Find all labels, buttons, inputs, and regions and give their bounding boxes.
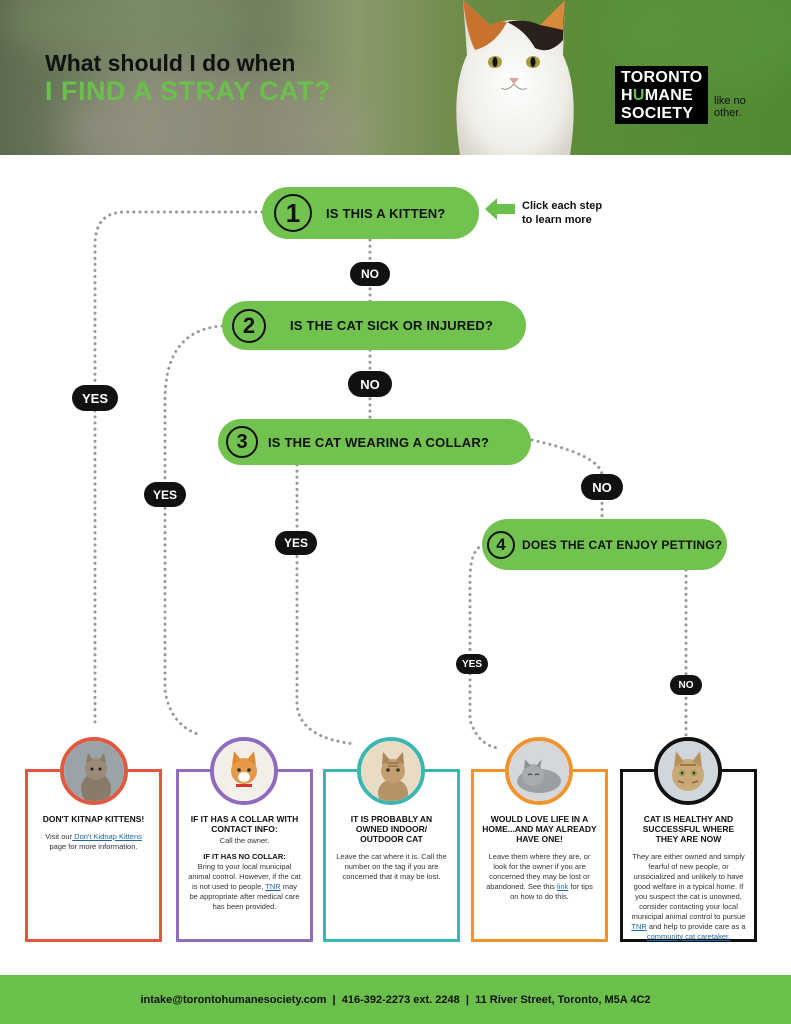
connector-yes3 [295,463,357,746]
collar-cat-photo [357,737,425,805]
no-badge-2: NO [348,371,392,397]
card-text-mid: and help to provide care as a [646,922,746,931]
tabby-kitten-icon [64,741,124,801]
step-number-2: 2 [232,308,266,343]
step-number-1: 1 [274,194,312,232]
card-title: DON'T KITNAP KITTENS! [42,814,145,824]
logo-mane: MANE [644,87,694,104]
yes-badge-3: YES [275,531,317,555]
connector-yes4 [468,543,500,750]
step-4-pill[interactable]: 4 DOES THE CAT ENJOY PETTING? [482,519,727,570]
header-banner: What should I do when I FIND A STRAY CAT… [0,0,791,155]
connector-yes1 [93,210,264,724]
tagline: like no other. [714,95,746,119]
card-text-pre: Bring to your local municipal animal con… [188,862,301,891]
logo-line3: SOCIETY [621,105,694,122]
card-text: They are either owned and simply fearful… [631,852,746,942]
footer-contact: intake@torontohumanesociety.com | 416-39… [0,975,791,1024]
click-hint-line2: to learn more [522,214,592,226]
petting-cat-photo [505,737,573,805]
no-badge-4: NO [670,675,702,695]
step-1-question: IS THIS A KITTEN? [326,205,446,221]
card-text-pre: They are either owned and simply fearful… [631,852,746,921]
step-4-question: DOES THE CAT ENJOY PETTING? [522,537,723,552]
yes-badge-1: YES [72,385,118,411]
click-hint: Click each step to learn more [522,199,602,227]
toronto-humane-society-logo: TORONTO HUMANE SOCIETY [615,66,708,124]
step-number-4: 4 [487,530,515,559]
card-text: Visit our Don't Kidnap Kittens page for … [36,832,151,852]
logo-line1: TORONTO [621,69,703,86]
card-title: WOULD LOVE LIFE IN A HOME...AND MAY ALRE… [482,814,597,844]
step-3-pill[interactable]: 3 IS THE CAT WEARING A COLLAR? [218,419,531,465]
step-number-3: 3 [226,426,258,458]
grey-tabby-cat-icon [509,741,569,801]
tips-link[interactable]: link [557,882,569,891]
card-text: Leave the cat where it is. Call the numb… [336,852,447,881]
calico-cat-image [456,0,574,155]
connector-yes2 [163,324,224,737]
step-1-pill[interactable]: 1 IS THIS A KITTEN? [262,187,479,239]
card-text-post: may be appropriate after medical care ha… [189,882,300,911]
tabby-cat-icon [361,741,421,801]
card-text-post: for tips on how to do this. [510,882,593,901]
dont-kidnap-kittens-link[interactable]: Don't Kidnap Kittens [72,832,142,841]
card-title: IT IS PROBABLY AN OWNED INDOOR/ OUTDOOR … [350,814,433,844]
contact-info: intake@torontohumanesociety.com | 416-39… [140,993,651,1006]
card-text: Leave them where they are, or look for t… [482,852,597,902]
card-text: Call the owner. [219,836,270,845]
tnr-link[interactable]: TNR [631,922,647,931]
card-title: IF IT HAS A COLLAR WITH CONTACT INFO: [190,814,299,834]
yes-badge-4: YES [456,654,488,674]
yes-badge-2: YES [144,482,186,507]
no-badge-1: NO [350,262,390,286]
card-text-post: page for more information. [49,842,138,851]
page-title-line2: I FIND A STRAY CAT? [45,76,332,106]
card-text-2: Bring to your local municipal animal con… [187,862,302,912]
step-3-question: IS THE CAT WEARING A COLLAR? [268,434,490,450]
tnr-link[interactable]: TNR [265,882,281,891]
bengal-cat-icon [658,741,718,801]
outcome-card-petting-yes: WOULD LOVE LIFE IN A HOME...AND MAY ALRE… [471,769,608,942]
healthy-cat-photo [654,737,722,805]
logo-u: U [632,87,645,104]
step-2-question: IS THE CAT SICK OR INJURED? [290,318,494,333]
card-text-pre: Visit our [45,832,73,841]
no-badge-3: NO [581,474,623,500]
step-2-pill[interactable]: 2 IS THE CAT SICK OR INJURED? [222,301,526,350]
orange-cat-icon [214,741,274,801]
card-text-pre: Leave them where they are, or look for t… [486,852,591,891]
sick-cat-photo [210,737,278,805]
page-title-line1: What should I do when [45,50,296,76]
arrow-left-icon [485,198,515,220]
card-title: CAT IS HEALTHY AND SUCCESSFUL WHERE THEY… [642,814,735,844]
click-hint-line1: Click each step [522,200,603,212]
logo-line2: HUMANE [621,87,708,105]
card-subtitle: IF IT HAS NO COLLAR: [203,852,286,861]
outcome-card-sick: IF IT HAS A COLLAR WITH CONTACT INFO: Ca… [176,769,313,942]
kitten-photo [60,737,128,805]
logo-h: H [621,87,633,104]
community-cat-caretaker-link[interactable]: community cat caretaker. [646,932,731,941]
